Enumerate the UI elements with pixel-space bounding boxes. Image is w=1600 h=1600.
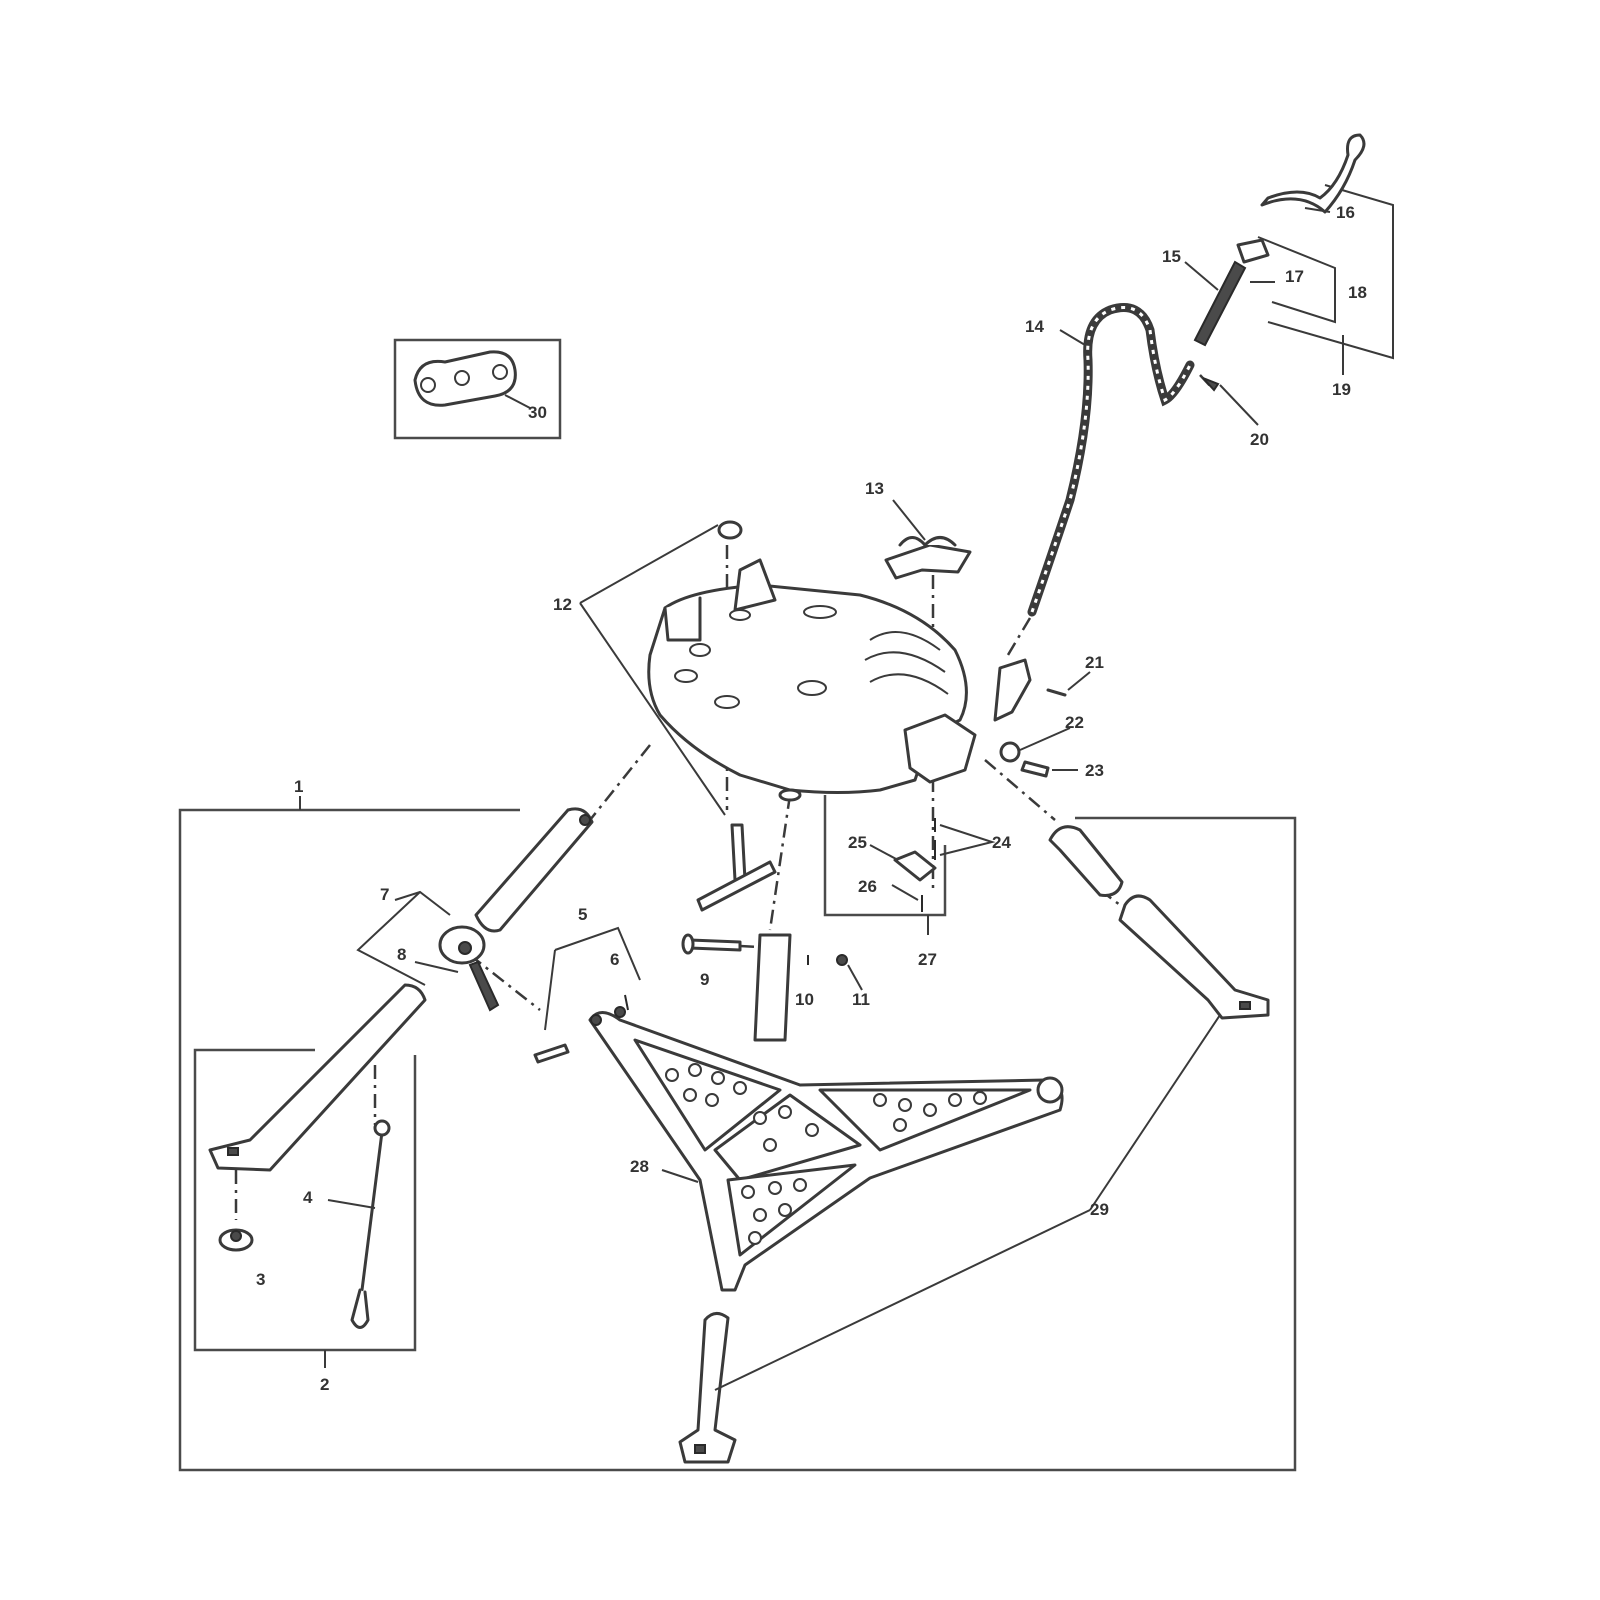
callout-28: 28	[630, 1157, 649, 1176]
bracket-7	[356, 890, 451, 986]
callout-17: 17	[1285, 267, 1304, 286]
sub-assembly-box-2	[193, 1048, 417, 1368]
leg-right-lower-29	[1118, 894, 1270, 1020]
callout-9: 9	[700, 970, 709, 989]
frame-holes	[665, 1063, 987, 1245]
center-leg-segment	[753, 933, 792, 1042]
callout-11: 11	[852, 990, 870, 1009]
callout-14: 14	[1025, 317, 1044, 336]
cap-nut-12	[579, 520, 743, 816]
callout-30: 30	[528, 403, 547, 422]
handle-nut-17	[1236, 238, 1275, 283]
bracket-27	[823, 795, 947, 935]
chain-link-inset	[393, 338, 562, 440]
bracket-19	[1267, 184, 1394, 375]
leg-left	[208, 983, 427, 1172]
leg-bottom-29	[678, 1014, 1221, 1464]
screw-23	[1020, 760, 1078, 778]
t-handle-screw	[696, 823, 777, 912]
callout-7: 7	[380, 885, 389, 904]
bracket-5	[544, 926, 641, 1031]
callout-22: 22	[1065, 713, 1084, 732]
bolt-9	[681, 933, 761, 955]
callout-12: 12	[553, 595, 572, 614]
callout-21: 21	[1085, 653, 1104, 672]
leg-assembly-box-1	[178, 796, 1297, 1472]
callout-6: 6	[610, 950, 619, 969]
callout-3: 3	[256, 1270, 265, 1289]
jaw-insert-13	[884, 499, 972, 580]
pin-6	[533, 994, 629, 1064]
callout-18: 18	[1348, 283, 1367, 302]
callout-16: 16	[1336, 203, 1355, 222]
bracket-18	[1257, 236, 1336, 324]
callout-29: 29	[1090, 1200, 1109, 1219]
pins-24	[934, 818, 996, 860]
callout-2: 2	[320, 1375, 329, 1394]
spreader-frame-28	[588, 1006, 1064, 1292]
foot-pad-3	[218, 1228, 254, 1252]
callout-1: 1	[294, 777, 303, 796]
block-25	[869, 844, 937, 882]
callout-5: 5	[578, 905, 587, 924]
callout-labels: 1 2 3 4 5 6 7 8 9 10 11 12 13 14 15 16 1…	[256, 203, 1367, 1394]
tie-rod-4	[327, 1119, 391, 1329]
callout-15: 15	[1162, 247, 1181, 266]
nut-11	[836, 954, 863, 991]
callout-10: 10	[795, 990, 814, 1009]
washer-22	[999, 727, 1071, 763]
callout-26: 26	[858, 877, 877, 896]
leg-socket-7	[438, 925, 486, 965]
callout-23: 23	[1085, 761, 1104, 780]
callout-8: 8	[397, 945, 406, 964]
pin-21	[1046, 671, 1091, 697]
callout-27: 27	[918, 950, 937, 969]
chain-screw-15	[1184, 260, 1247, 347]
callout-20: 20	[1250, 430, 1269, 449]
callout-19: 19	[1332, 380, 1351, 399]
tripod-head	[647, 558, 1032, 802]
screw-26	[891, 884, 923, 912]
handle-16	[1260, 133, 1366, 214]
chain-14	[1027, 303, 1195, 617]
callout-24: 24	[992, 833, 1011, 852]
callout-13: 13	[865, 479, 884, 498]
callout-4: 4	[303, 1188, 313, 1207]
callout-25: 25	[848, 833, 867, 852]
leg-tube-left	[474, 807, 594, 933]
leg-tube-right-upper	[1048, 825, 1124, 897]
screw-8	[414, 960, 500, 1012]
leader-20	[1202, 377, 1259, 426]
